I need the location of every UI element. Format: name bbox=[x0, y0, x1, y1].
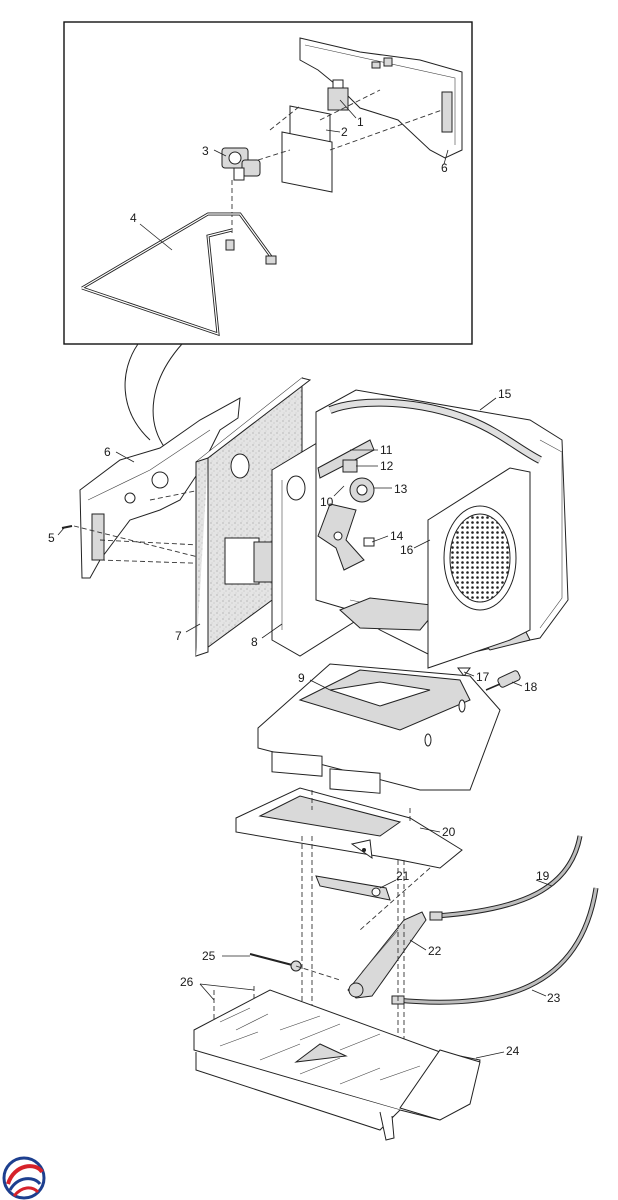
callout-24: 24 bbox=[506, 1044, 520, 1058]
callout-19: 19 bbox=[536, 869, 550, 883]
fan-assembly bbox=[317, 439, 375, 571]
callout-10: 10 bbox=[320, 495, 334, 509]
callout-15: 15 bbox=[498, 387, 512, 401]
plug-18 bbox=[485, 670, 521, 691]
bottom-frame-24 bbox=[193, 989, 481, 1141]
callout-5: 5 bbox=[48, 531, 55, 545]
detail-inset bbox=[63, 21, 473, 449]
screw-5 bbox=[61, 525, 73, 529]
mounting-plate-20 bbox=[235, 787, 463, 869]
callout-6-inset: 6 bbox=[441, 161, 448, 175]
callout-2: 2 bbox=[341, 125, 348, 139]
water-valve-3 bbox=[221, 147, 261, 181]
callout-3: 3 bbox=[202, 144, 209, 158]
callout-8: 8 bbox=[251, 635, 258, 649]
callout-9: 9 bbox=[298, 671, 305, 685]
callouts: 1 2 3 4 6 5 6 7 8 9 10 11 12 13 14 15 16 bbox=[48, 99, 561, 1059]
side-wall-16 bbox=[427, 467, 531, 669]
callout-23: 23 bbox=[547, 991, 561, 1005]
callout-17: 17 bbox=[476, 670, 490, 684]
callout-21: 21 bbox=[396, 869, 410, 883]
gas-tube-23 bbox=[391, 887, 599, 1005]
callout-20: 20 bbox=[442, 825, 456, 839]
callout-11: 11 bbox=[380, 443, 393, 457]
heater-21 bbox=[315, 875, 391, 901]
callout-4: 4 bbox=[130, 211, 137, 225]
callout-12: 12 bbox=[380, 459, 394, 473]
callout-25: 25 bbox=[202, 949, 216, 963]
gas-tube-19 bbox=[429, 835, 583, 921]
callout-16: 16 bbox=[400, 543, 414, 557]
burner-tube-22 bbox=[347, 911, 427, 999]
callout-1: 1 bbox=[357, 115, 364, 129]
callout-7: 7 bbox=[175, 629, 182, 643]
callout-26: 26 bbox=[180, 975, 194, 989]
callout-6: 6 bbox=[104, 445, 111, 459]
thermostat-1 bbox=[327, 79, 349, 111]
callout-14: 14 bbox=[390, 529, 404, 543]
base-tray-9 bbox=[257, 663, 501, 794]
brand-swirl-logo-icon bbox=[2, 1156, 46, 1200]
callout-22: 22 bbox=[428, 944, 442, 958]
electrode-25 bbox=[249, 953, 302, 972]
callout-18: 18 bbox=[524, 680, 538, 694]
control-bracket-inset bbox=[299, 37, 463, 159]
callout-13: 13 bbox=[394, 482, 408, 496]
water-tube-4 bbox=[81, 212, 277, 337]
